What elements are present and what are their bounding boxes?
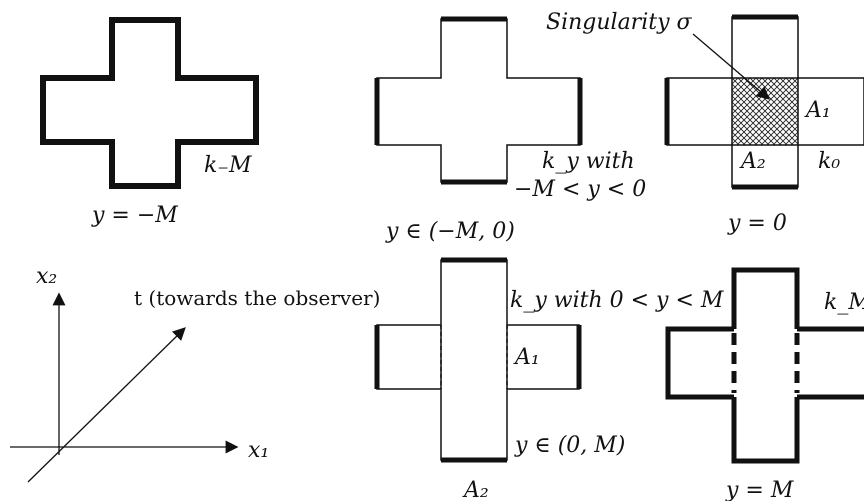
label-A2-top: A₂: [739, 149, 766, 174]
singularity-arrow: [692, 33, 770, 100]
panel-y-minus-M: k₋M y = −M: [40, 17, 259, 228]
label-k-y-positive: k_y with 0 < y < M: [510, 288, 724, 313]
label-k-minus-M: k₋M: [204, 153, 252, 178]
bottom-arm: [731, 397, 800, 464]
cross-curve-k-minus-M: [40, 17, 259, 189]
axis-t-arrow: [27, 327, 186, 483]
label-A1-top: A₁: [804, 98, 831, 123]
panel-axes: x₂ x₁ t (towards the observer): [10, 264, 380, 483]
panel-y-positive: k_y with 0 < y < M A₁ y ∈ (0, M) A₂: [374, 257, 724, 501]
top-arm: [731, 267, 800, 329]
label-y-range-negative: −M < y < 0: [514, 177, 646, 202]
label-x1: x₁: [248, 438, 269, 463]
panel-y-negative: k_y with −M < y < 0 y ∈ (−M, 0): [374, 16, 646, 244]
label-k-M: k_M: [824, 290, 864, 315]
vertical-strip: [440, 259, 508, 461]
panel-y-M: k_M y = M: [665, 267, 864, 501]
label-x2: x₂: [36, 264, 57, 289]
label-singularity: Singularity σ: [546, 10, 692, 35]
caption-y-positive: y ∈ (0, M): [514, 433, 625, 458]
left-arm: [665, 326, 734, 400]
caption-y-M: y = M: [725, 478, 794, 501]
caption-y-negative: y ∈ (−M, 0): [385, 219, 515, 244]
label-A1-bottom: A₁: [513, 345, 540, 370]
left-arm: [376, 324, 441, 390]
caption-y-minus-M: y = −M: [91, 203, 178, 228]
right-arm: [797, 326, 864, 400]
label-k0: k₀: [818, 149, 840, 174]
label-k-y-with: k_y with: [542, 149, 635, 174]
caption-y-zero: y = 0: [727, 211, 787, 236]
panel-y-zero: Singularity σ A₁ A₂ k₀ y = 0: [546, 10, 864, 236]
label-t-axis: t (towards the observer): [134, 286, 380, 310]
singularity-region: [732, 78, 798, 145]
label-A2-bottom: A₂: [462, 478, 489, 501]
